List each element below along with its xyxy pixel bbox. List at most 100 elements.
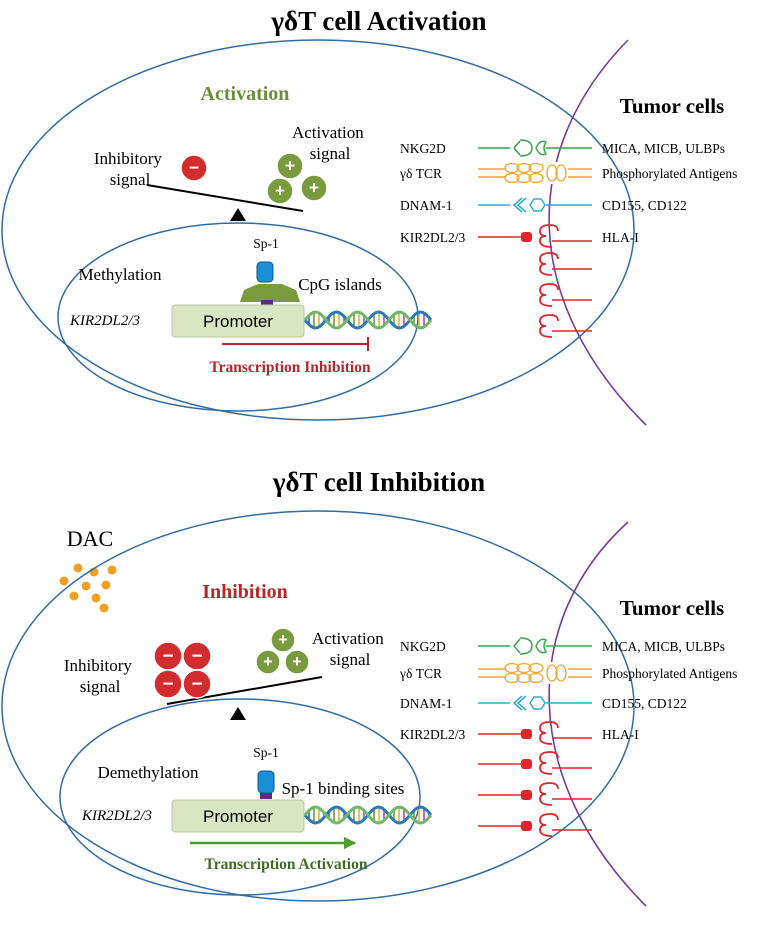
tumor-cell-membrane — [548, 39, 647, 426]
promoter-label: Promoter — [203, 312, 273, 331]
receptor-icon — [504, 662, 568, 684]
activation-molecules: +++ — [266, 152, 328, 205]
receptor-icon — [510, 195, 546, 215]
kir-receptor-icon — [521, 721, 592, 745]
receptor-row: NKG2D MICA, MICB, ULBPs — [400, 138, 725, 158]
cpg-islands-label: CpG islands — [298, 275, 382, 294]
ligand-label: CD155, CD122 — [602, 198, 687, 213]
tumor-cell-membrane — [548, 521, 647, 907]
inhibitory-molecule-sign: − — [191, 646, 202, 667]
receptor-label: γδ TCR — [399, 666, 442, 681]
panel-inhibition: γδT cell Inhibition DAC Inhibition Tumor… — [1, 467, 737, 907]
activation-molecule: + — [270, 627, 296, 653]
seesaw-fulcrum — [230, 208, 246, 221]
inhibitory-molecule: − — [180, 154, 208, 182]
inhibitory-molecule: − — [153, 669, 183, 699]
activation-molecule-sign: + — [278, 631, 287, 649]
binding-site-marker — [260, 793, 272, 799]
receptor-row: γδ TCR Phosphorylated Antigens — [399, 662, 737, 684]
activation-signal-label: Activation signal — [292, 123, 368, 163]
seesaw-fulcrum — [230, 707, 246, 720]
hla-ligand — [478, 813, 592, 837]
receptor-icon — [510, 636, 548, 656]
activation-molecule-sign: + — [309, 177, 319, 197]
inhibitory-molecule: − — [153, 641, 183, 671]
receptor-icon — [510, 693, 546, 713]
activation-molecule-sign: + — [275, 180, 285, 200]
dna-helix — [303, 310, 433, 330]
state-label: Activation — [201, 83, 290, 105]
kir-receptor-icon — [521, 224, 592, 248]
receptor-label: NKG2D — [400, 639, 446, 654]
gdt-cell-membrane — [1, 39, 635, 421]
panel-activation: γδT cell Activation Activation Tumor cel… — [1, 6, 737, 426]
activation-molecule: + — [266, 177, 294, 205]
inhibitory-signal-label: Inhibitory signal — [64, 656, 136, 696]
receptor-label: γδ TCR — [399, 166, 442, 181]
methylation-label: Demethylation — [97, 763, 199, 782]
sp1-binding-sites-label: Sp-1 binding sites — [282, 779, 405, 798]
hla-ligand — [539, 283, 592, 307]
ligand-label: HLA-I — [602, 727, 639, 742]
ligand-label: CD155, CD122 — [602, 696, 687, 711]
inhibitory-molecules: −−−− — [153, 641, 212, 699]
ligand-label: MICA, MICB, ULBPs — [602, 141, 725, 156]
promoter-label: Promoter — [203, 807, 273, 826]
gene-label: KIR2DL2/3 — [69, 313, 140, 329]
ligand-label: MICA, MICB, ULBPs — [602, 639, 725, 654]
inhibitory-molecule-sign: − — [191, 674, 202, 695]
sp1-label: Sp-1 — [253, 236, 279, 251]
activation-signal-label: Activation signal — [312, 629, 388, 669]
sp1-factor — [256, 261, 274, 283]
tumor-cells-label: Tumor cells — [620, 94, 724, 118]
gene-label: KIR2DL2/3 — [81, 808, 152, 824]
activation-molecule-sign: + — [285, 155, 295, 175]
activation-molecule: + — [284, 649, 310, 675]
inhibitory-molecule-sign: − — [162, 674, 173, 695]
sp1-label: Sp-1 — [253, 745, 279, 760]
panel-title: γδT cell Inhibition — [272, 467, 485, 497]
seesaw-beam — [166, 676, 323, 705]
sp1-factor — [257, 770, 275, 794]
tumor-cells-label: Tumor cells — [620, 596, 724, 620]
hla-ligand — [478, 751, 592, 775]
transcription-label: Transcription Activation — [205, 856, 368, 873]
receptor-list: NKG2D MICA, MICB, ULBPs γδ TCR Phosphorylat… — [399, 138, 737, 338]
ligand-label: Phosphorylated Antigens — [602, 166, 737, 181]
activation-molecule: + — [300, 174, 328, 202]
receptor-label: KIR2DL2/3 — [400, 230, 465, 245]
seesaw-beam — [146, 184, 304, 212]
receptor-icon — [510, 138, 548, 158]
binding-site-marker — [261, 300, 273, 306]
methyl-cap — [240, 284, 300, 302]
nucleus — [57, 222, 419, 412]
receptor-row: NKG2D MICA, MICB, ULBPs — [400, 636, 725, 656]
receptor-list: NKG2D MICA, MICB, ULBPs γδ TCR Phosphorylat… — [399, 636, 737, 837]
receptor-row: KIR2DL2/3 HLA-I — [400, 224, 639, 248]
activation-molecule: + — [255, 649, 281, 675]
inhibitory-molecules: − — [180, 154, 208, 182]
ligand-label: HLA-I — [602, 230, 639, 245]
inhibitory-molecule-sign: − — [162, 646, 173, 667]
hla-ligand — [539, 252, 592, 276]
receptor-label: NKG2D — [400, 141, 446, 156]
receptor-label: DNAM-1 — [400, 696, 453, 711]
activation-molecule-sign: + — [263, 653, 272, 671]
receptor-row: DNAM-1 CD155, CD122 — [400, 693, 687, 713]
activation-molecule-sign: + — [292, 653, 301, 671]
state-label: Inhibition — [202, 581, 288, 603]
nucleus — [59, 698, 421, 896]
activation-molecules: + + + — [255, 627, 310, 675]
dna-helix — [303, 805, 433, 825]
transcription-label: Transcription Inhibition — [209, 359, 371, 376]
methylation-label: Methylation — [78, 265, 162, 284]
dac-label: DAC — [67, 526, 113, 551]
receptor-icon — [504, 162, 568, 184]
inhibitory-signal-label: Inhibitory signal — [94, 149, 166, 189]
ligand-label: Phosphorylated Antigens — [602, 666, 737, 681]
activation-molecule: + — [276, 152, 304, 180]
receptor-row: γδ TCR Phosphorylated Antigens — [399, 162, 737, 184]
panel-title: γδT cell Activation — [270, 6, 486, 36]
